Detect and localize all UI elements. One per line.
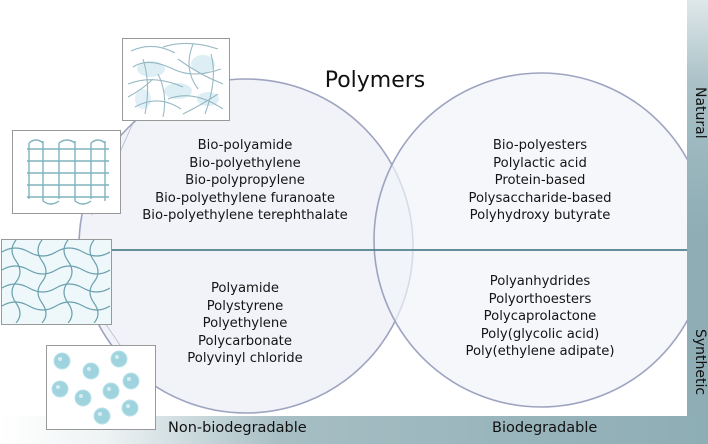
polymer-item: Polysaccharide-based [468,190,612,206]
synthetic-non-biodegradable-list: Polyamide Polystyrene Polyethylene Polyc… [145,280,345,368]
amorphous-fibers-icon [122,38,230,121]
vertical-axis-bar [687,0,708,416]
natural-non-biodegradable-list: Bio-polyamide Bio-polyethylene Bio-polyp… [105,137,385,225]
polymer-item: Polyhydroxy butyrate [469,208,611,224]
polymer-item: Poly(glycolic acid) [480,326,600,342]
polymer-item: Bio-polyethylene terephthalate [142,208,348,224]
polymer-item: Polycaprolactone [483,309,597,325]
polymer-item: Polyamide [210,281,280,296]
diagram-title: Polymers [324,68,426,93]
polymer-item: Bio-polyesters [492,138,588,153]
polymer-item: Poly(ethylene adipate) [465,344,615,360]
non-biodegradable-label: Non-biodegradable [168,420,307,436]
polymer-item: Bio-polypropylene [185,173,305,189]
polymer-item: Polycarbonate [198,333,292,349]
natural-label: Natural [692,87,708,139]
polymer-item: Bio-polyethylene [189,155,301,171]
polymer-item: Polyorthoesters [488,291,592,307]
synthetic-biodegradable-list: Polyanhydrides Polyorthoesters Polycapro… [420,273,660,361]
polymer-item: Polylactic acid [493,155,587,171]
polymer-item: Polystyrene [206,298,284,314]
polymer-item: Protein-based [494,173,586,189]
polymer-item: Bio-polyamide [197,138,293,153]
polymer-item: Bio-polyethylene furanoate [155,190,335,206]
woven-grid-icon [12,130,121,214]
polymer-item: Polyvinyl chloride [187,351,303,367]
polymer-item: Polyethylene [202,316,288,332]
natural-biodegradable-list: Bio-polyesters Polylactic acid Protein-b… [420,137,660,225]
biodegradable-label: Biodegradable [492,420,598,436]
polymer-item: Polyanhydrides [489,274,591,289]
biodegradable-circle [373,72,708,408]
wavy-mesh-icon [1,239,112,325]
synthetic-label: Synthetic [692,329,708,396]
particles-icon [46,345,156,430]
